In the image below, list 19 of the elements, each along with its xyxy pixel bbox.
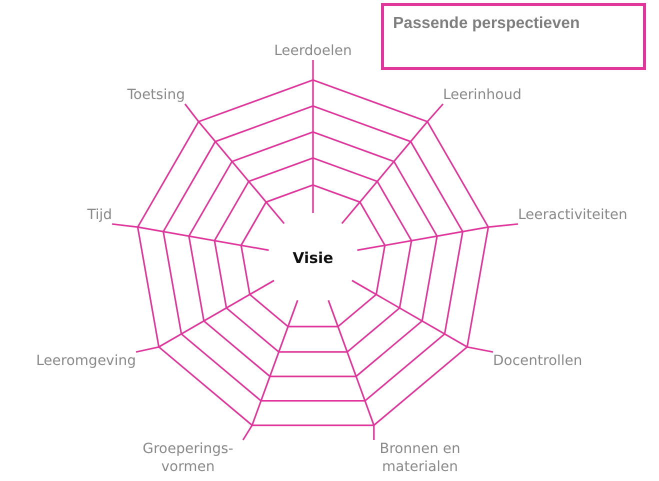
spoke-line [328, 300, 375, 440]
spoke-line [352, 280, 494, 353]
axis-label: Leerinhoud [443, 86, 522, 104]
spoke-line [242, 300, 298, 440]
spoke-line [112, 223, 269, 251]
axis-label: Leerdoelen [274, 42, 352, 60]
heading-box: Passende perspectieven [381, 3, 646, 70]
spoke-line [357, 223, 518, 251]
axis-label: Tijd [87, 206, 112, 224]
axis-label: Bronnen en materialen [365, 440, 475, 476]
spoke-line [184, 104, 285, 224]
spoke-line [136, 280, 274, 353]
axis-label: Leeractiviteiten [518, 206, 628, 224]
axis-label: Toetsing [127, 86, 185, 104]
spoke-line [341, 103, 444, 224]
spoke-line [312, 60, 314, 213]
axis-label: Docentrollen [493, 352, 582, 370]
axis-label: Leeromgeving [36, 352, 136, 370]
axis-label: Groeperings- vormen [133, 440, 243, 476]
